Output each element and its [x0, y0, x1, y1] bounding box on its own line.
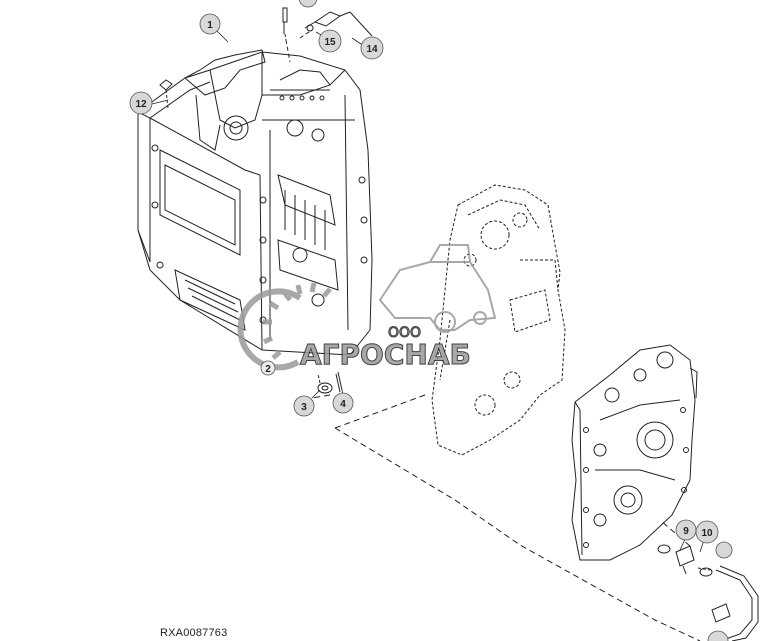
svg-text:2: 2 — [265, 364, 271, 375]
callout-15: 15 — [318, 29, 342, 53]
agrosnab-watermark: ООО АГРОСНАБ — [237, 244, 497, 372]
callout-leaders — [151, 29, 707, 553]
drawing-code: RXA0087763 — [160, 627, 228, 639]
svg-text:15: 15 — [324, 37, 336, 48]
callout-9: 9 — [675, 519, 697, 541]
callout-3: 3 — [293, 395, 315, 417]
watermark-brand: АГРОСНАБ — [300, 338, 471, 371]
watermark-prefix: ООО — [388, 325, 421, 341]
svg-text:10: 10 — [701, 528, 713, 539]
svg-text:4: 4 — [340, 399, 346, 410]
callout-10: 10 — [695, 520, 719, 544]
callout-partial-right — [715, 541, 733, 559]
callout-2: 2 — [260, 360, 276, 376]
tube-assembly — [657, 544, 759, 641]
svg-text:12: 12 — [135, 99, 147, 110]
callout-4: 4 — [332, 392, 354, 414]
top-fittings — [159, 7, 373, 109]
assembly-leaders — [299, 394, 701, 641]
callout-bubbles: 1 2 3 4 9 10 1 — [129, 0, 733, 641]
valve-plate-phantom — [431, 184, 566, 456]
svg-text:1: 1 — [207, 20, 213, 31]
svg-text:9: 9 — [683, 526, 689, 537]
transmission-housing — [137, 49, 373, 356]
callout-partial-top — [298, 0, 318, 8]
svg-text:14: 14 — [366, 44, 378, 55]
callout-14: 14 — [360, 36, 384, 60]
callout-1: 1 — [199, 13, 221, 35]
callout-12: 12 — [129, 91, 153, 115]
lower-fittings — [317, 371, 343, 394]
svg-text:3: 3 — [301, 402, 307, 413]
callout-partial-bottom — [707, 630, 729, 641]
valve-plate — [571, 344, 698, 561]
